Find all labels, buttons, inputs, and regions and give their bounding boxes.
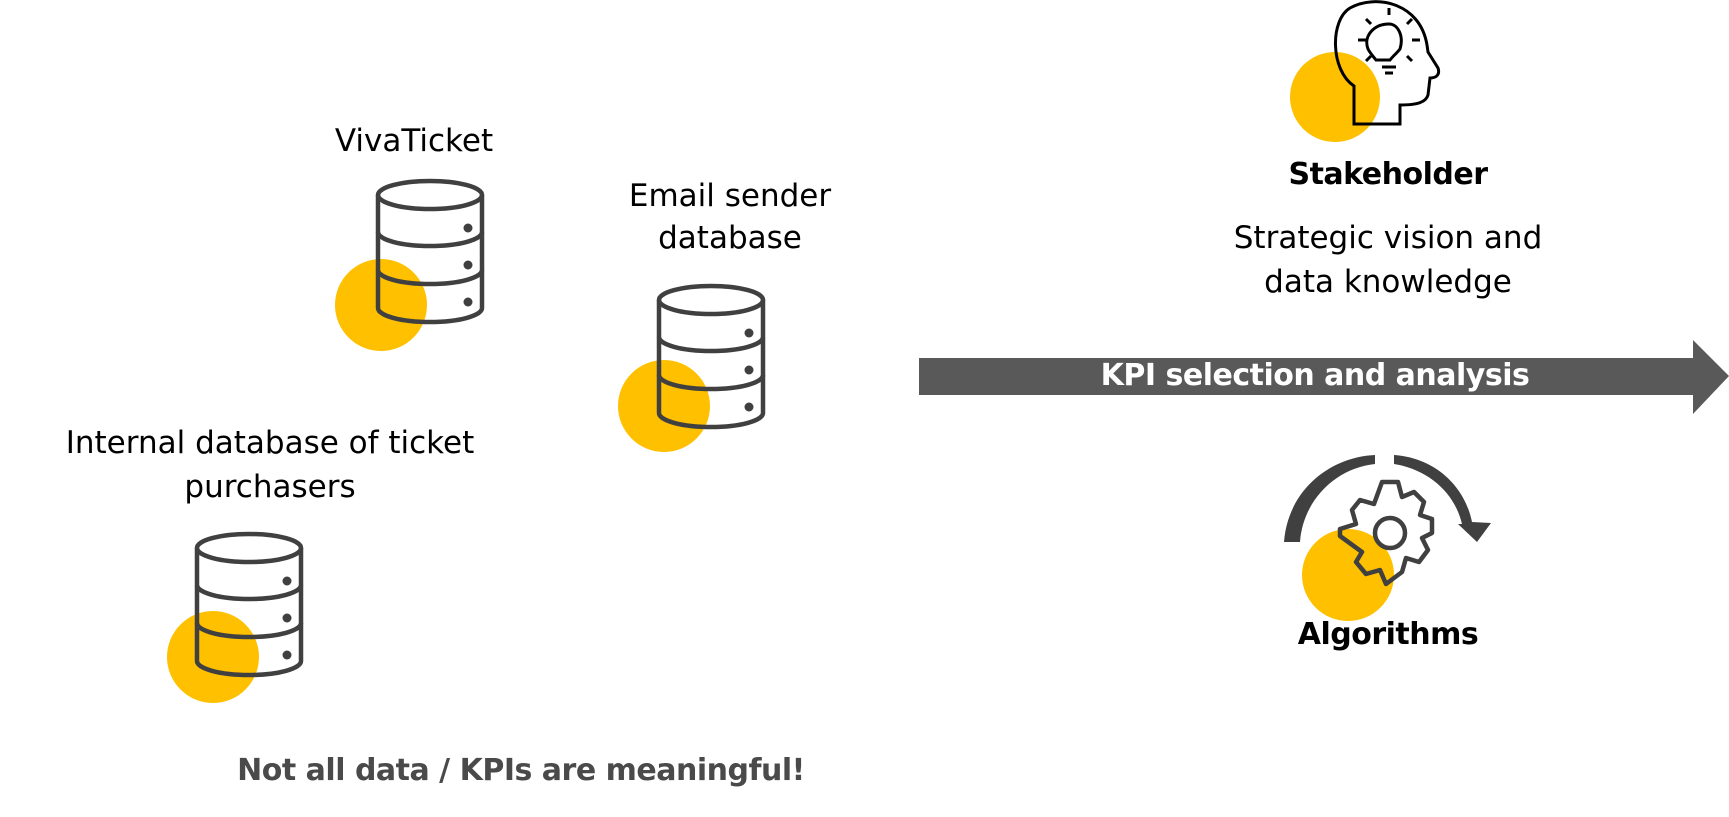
accent-circle: [618, 360, 710, 452]
kpi-arrow-label: KPI selection and analysis: [1100, 358, 1530, 393]
gear-cycle-icon: [1284, 455, 1491, 587]
accent-circle: [167, 611, 259, 703]
stakeholder-desc-line1: Strategic vision and: [1233, 220, 1543, 256]
source-label-vivaticket: VivaTicket: [334, 123, 494, 159]
head-lightbulb-icon: [1334, 0, 1441, 126]
source-label-email-line1: Email sender: [628, 178, 832, 214]
source-label-internal-line2: purchasers: [184, 469, 356, 505]
meaningful-note: Not all data / KPIs are meaningful!: [237, 753, 805, 788]
accent-circle: [1290, 52, 1380, 142]
stakeholder-title: Stakeholder: [1288, 157, 1488, 192]
source-label-internal-line1: Internal database of ticket: [65, 425, 475, 461]
algorithms-title: Algorithms: [1297, 617, 1479, 652]
source-label-email-line2: database: [658, 220, 802, 256]
stakeholder-desc-line2: data knowledge: [1264, 264, 1512, 300]
kpi-arrow: [919, 340, 1729, 414]
accent-circle: [1302, 529, 1394, 621]
